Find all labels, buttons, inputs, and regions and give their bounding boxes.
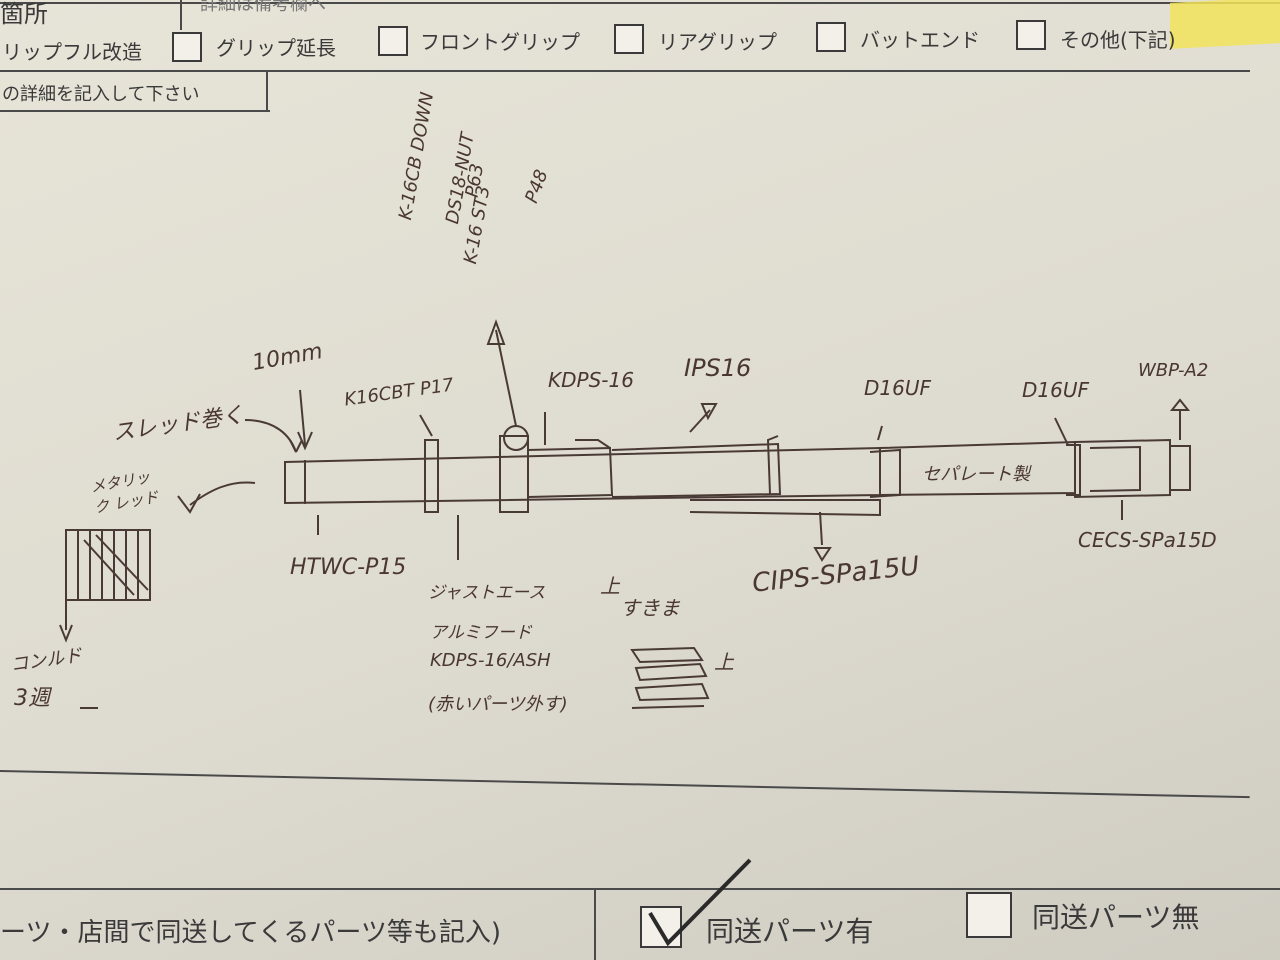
form-rule (594, 888, 596, 960)
note-just-ace-4: (赤いパーツ外す) (428, 694, 568, 715)
note-top-mark: 上 (600, 574, 620, 598)
footer-label-no: 同送パーツ無 (1032, 901, 1200, 934)
option-label: フロントグリップ (420, 30, 580, 54)
form-rule (0, 110, 270, 112)
option-checkbox[interactable] (816, 22, 846, 52)
option-label: バットエンド (860, 28, 980, 52)
note-htwc: HTWC-P15 (290, 555, 407, 580)
option-checkbox[interactable] (1016, 20, 1046, 50)
note-wbp: WBP-A2 (1138, 360, 1209, 381)
footer-checkbox-yes[interactable] (640, 906, 682, 948)
option-checkbox[interactable] (614, 24, 644, 54)
footer-checkbox-no[interactable] (966, 892, 1012, 938)
note-top-mark-2: 上 (714, 650, 734, 674)
note-cecs: CECS-SPa15D (1078, 528, 1217, 552)
form-rule (0, 888, 1280, 890)
header-fragment: 箇所 (0, 0, 48, 28)
note-conrod-count: 3週 (14, 686, 50, 711)
details-label: の詳細を記入して下さい (2, 84, 200, 105)
note-kdps16: KDPS-16 (548, 368, 634, 392)
form-rule (0, 2, 1280, 4)
form-rule (266, 70, 268, 110)
form-rule (180, 0, 182, 30)
option-label: その他(下記) (1060, 28, 1176, 52)
option-label: リップフル改造 (2, 40, 142, 64)
note-just-ace-1: ジャストエース (428, 583, 546, 603)
footer-label-yes: 同送パーツ有 (706, 915, 874, 948)
option-checkbox[interactable] (172, 32, 202, 62)
note-separate: セパレート製 (922, 464, 1030, 485)
note-just-ace-3: KDPS-16/ASH (430, 650, 551, 671)
option-label: リアグリップ (658, 30, 777, 54)
note-d16uf-2: D16UF (1022, 378, 1089, 402)
option-label: グリップ延長 (216, 36, 336, 60)
header-note: 詳細は備考欄へ (200, 0, 326, 15)
footer-instruction: ーツ・店間で同送してくるパーツ等も記入) (0, 918, 502, 948)
note-as-is: すきま (620, 596, 680, 620)
note-ips16: IPS16 (684, 354, 752, 382)
note-d16uf-1: D16UF (864, 376, 931, 400)
form-rule (0, 70, 1250, 72)
option-checkbox[interactable] (378, 26, 408, 56)
check-mark-icon (648, 858, 752, 947)
note-just-ace-2: アルミフード (430, 623, 532, 643)
